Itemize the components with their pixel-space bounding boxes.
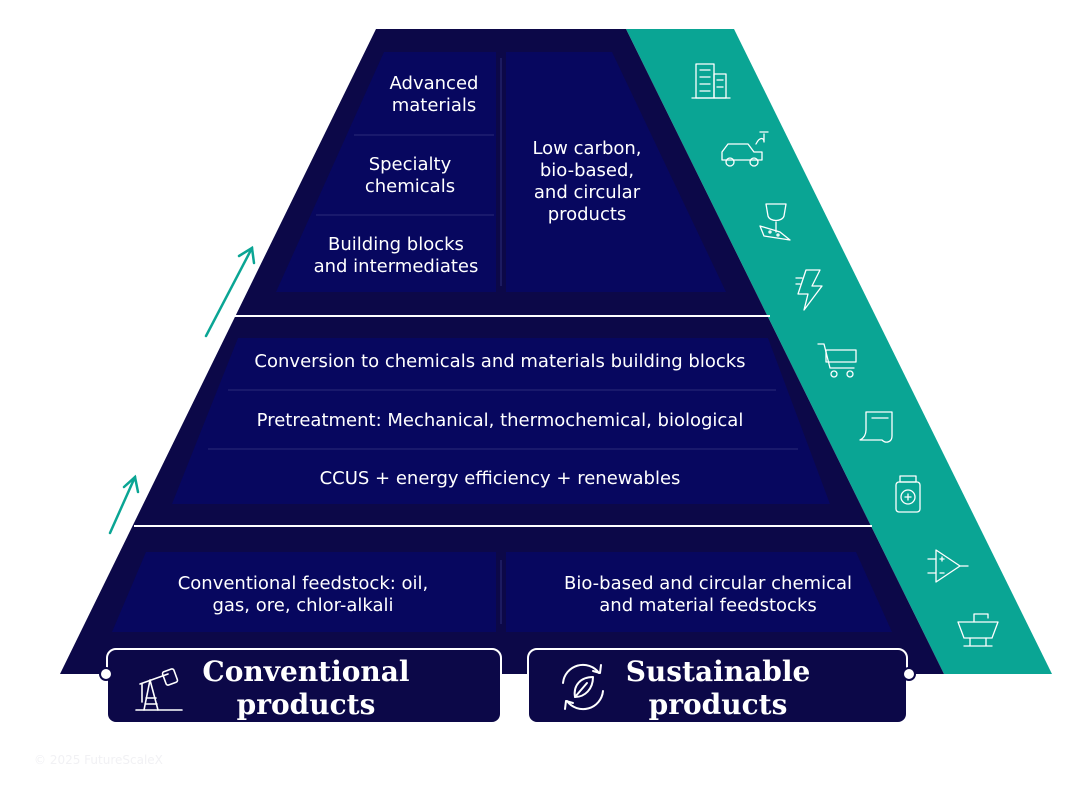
copyright-watermark: © 2025 FutureScaleX [34, 753, 163, 767]
bottom-tier-sustainable-feedstock: Bio-based and circular chemical and mate… [563, 573, 853, 616]
lightning-icon [795, 269, 823, 311]
sink-faucet-icon [957, 613, 999, 647]
medicine-bottle-icon [895, 475, 921, 513]
bottom-tier-left-panel [112, 552, 496, 632]
top-tier-item-specialty-chemicals: Specialty chemicals [364, 154, 456, 197]
connector-dot-left [99, 667, 113, 681]
shopping-cart-icon [817, 343, 857, 378]
conventional-products-label: Conventional products [202, 655, 410, 721]
recycle-leaf-icon [562, 663, 604, 711]
top-tier-item-building-blocks: Building blocks and intermediates [313, 234, 479, 277]
bottom-tier-right-panel [506, 552, 892, 632]
connector-dot-right [902, 667, 916, 681]
upward-arrow-icon [108, 474, 140, 535]
top-tier-right-panel [506, 52, 726, 292]
building-icon [691, 63, 731, 99]
sustainable-applications-band [626, 29, 1052, 674]
top-tier-left-panel [276, 52, 496, 292]
middle-tier-item-ccus: CCUS + energy efficiency + renewables [319, 468, 681, 489]
top-tier-sustainable-text: Low carbon, bio-based, and circular prod… [532, 138, 642, 225]
conventional-products-button[interactable]: Conventional products [106, 648, 502, 724]
paper-scroll-icon [859, 411, 893, 443]
electronics-amplifier-icon [927, 549, 969, 583]
glass-and-fabric-icon [759, 203, 791, 241]
sustainable-products-button[interactable]: Sustainable products [527, 648, 908, 724]
sustainable-products-label: Sustainable products [625, 655, 811, 721]
oil-pump-icon [135, 668, 183, 711]
middle-tier-panel [172, 338, 830, 504]
middle-tier-item-conversion: Conversion to chemicals and materials bu… [254, 351, 746, 372]
bottom-tier-conventional-feedstock: Conventional feedstock: oil, gas, ore, c… [177, 573, 429, 616]
middle-tier-item-pretreatment: Pretreatment: Mechanical, thermochemical… [256, 410, 744, 431]
upward-arrow-icon [204, 245, 256, 338]
top-tier-item-advanced-materials: Advanced materials [389, 73, 479, 116]
electric-car-icon [721, 131, 769, 167]
